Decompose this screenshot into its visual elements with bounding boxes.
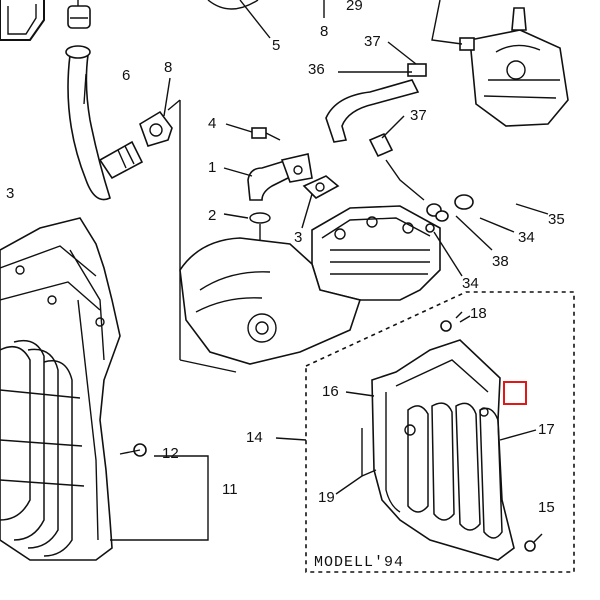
callout-12: 12 (162, 445, 179, 462)
callout-8-top: 8 (320, 23, 328, 40)
divider-tick (167, 99, 181, 111)
top-left-bracket (0, 0, 45, 41)
callout-4: 4 (208, 115, 216, 132)
radiator-shroud-left (0, 217, 121, 561)
callout-34-upper: 34 (518, 229, 535, 246)
selection-marker (503, 381, 527, 405)
front-grille-17 (371, 339, 515, 561)
callout-11: 11 (222, 481, 238, 498)
model-94-inset-box (305, 291, 575, 573)
screw-15 (524, 533, 543, 552)
callout-5: 5 (272, 37, 280, 54)
callout-36: 36 (308, 61, 325, 78)
o-ring-2 (249, 212, 271, 224)
callout-1: 1 (208, 159, 216, 176)
callout-3-left: 3 (6, 185, 14, 202)
callout-17: 17 (538, 421, 555, 438)
pump-cover-edge (207, 0, 259, 10)
callout-2: 2 (208, 207, 216, 224)
callout-8: 8 (164, 59, 172, 76)
inset-caption-model-94: MODELL'94 (314, 554, 404, 571)
callout-14: 14 (246, 429, 263, 446)
callout-3: 3 (294, 229, 302, 246)
coolant-hose-6 (65, 45, 144, 201)
bolt-4 (251, 127, 281, 141)
callout-37: 37 (410, 107, 427, 124)
elbow-fitting-1 (247, 153, 313, 201)
fittings-34-38 (385, 159, 474, 233)
bolt-12 (119, 443, 147, 457)
hose-clamp-8 (139, 110, 173, 147)
hose-36 (325, 79, 420, 158)
callout-15: 15 (538, 499, 555, 516)
callout-38: 38 (492, 253, 509, 270)
callout-34-lower: 34 (462, 275, 479, 292)
leader-bracket-11 (110, 455, 209, 541)
callout-18: 18 (470, 305, 487, 322)
gasket-3-hole (315, 182, 325, 192)
leader-lines (83, 0, 549, 495)
callout-29: 29 (346, 0, 363, 14)
carburetor-assembly (407, 0, 569, 127)
callout-35: 35 (548, 211, 565, 228)
callout-6: 6 (122, 67, 130, 84)
callout-19: 19 (318, 489, 335, 506)
screw-18 (440, 311, 463, 332)
engine-cylinder-block (179, 205, 441, 365)
hose-clamp-8-top (67, 0, 91, 29)
callout-37-top: 37 (364, 33, 381, 50)
divider-foot (179, 359, 237, 373)
callout-16: 16 (322, 383, 339, 400)
